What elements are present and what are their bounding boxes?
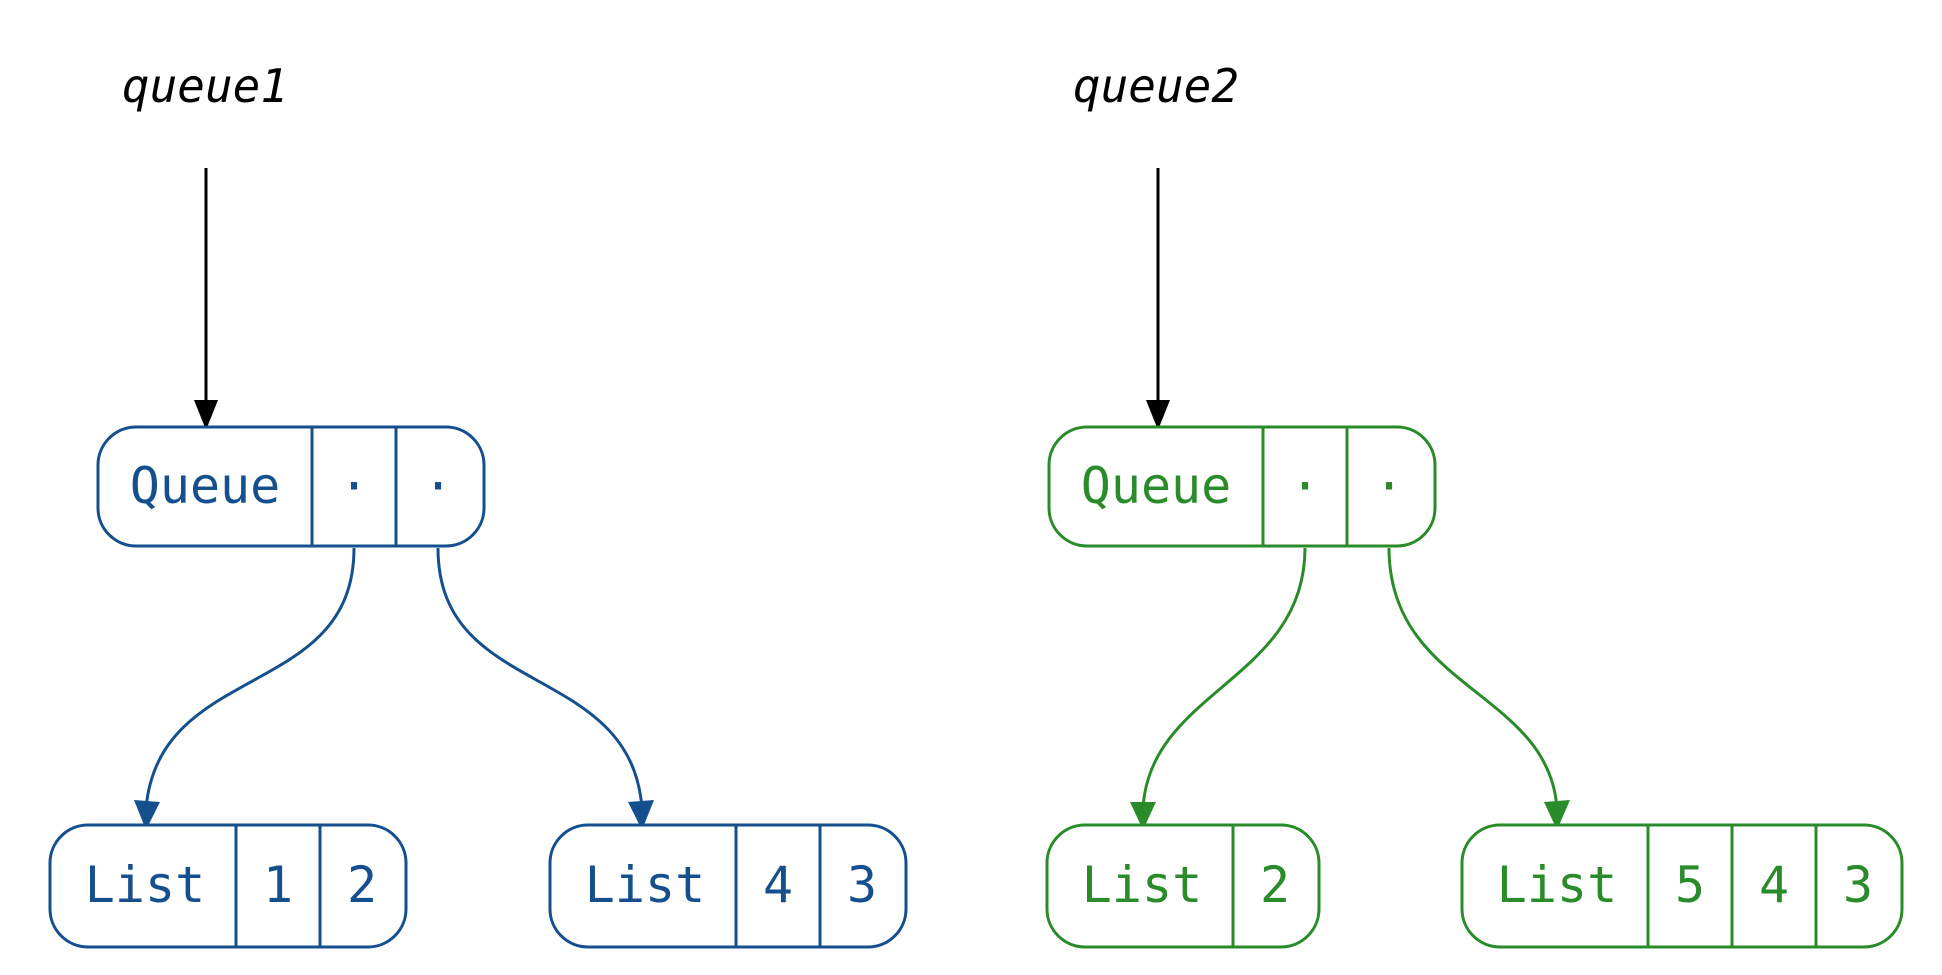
queue2-queue-name: Queue [1081,457,1232,515]
list-value: 3 [847,856,877,914]
queue2-back-list: List 5 4 3 [1460,823,1904,949]
queue1-back-list: List 4 3 [548,823,908,949]
queue2-front-list-name: List [1082,856,1202,914]
list-value: 1 [263,856,293,914]
list-value: 5 [1675,856,1705,914]
queue2-queue-node-box [1047,425,1437,548]
queue2-front-edge [1141,547,1307,809]
queue1-front-arrowhead [134,800,160,830]
queue1-pointer-arrowhead [194,400,218,430]
queue1-queue-node-box [96,425,486,548]
queue1-front-edge [144,547,356,809]
queue1-front-list-name: List [85,856,205,914]
queue2-pointer-arrowhead [1146,400,1170,430]
queue1-back-list-name: List [585,856,705,914]
queue1-group: queue1 Queue · · List 1 2 [48,59,908,949]
queue2-back-edge [1387,547,1559,809]
queue2-queue-node: Queue · · [1047,425,1437,548]
queue1-front-pointer-field: · [339,457,369,515]
queue2-back-arrowhead [1544,800,1570,830]
list-value: 4 [763,856,793,914]
queue1-back-list-box [548,823,908,949]
queue2-group: queue2 Queue · · List 2 [1045,59,1904,949]
queue1-back-pointer-field: · [423,457,453,515]
queue2-back-pointer-field: · [1374,457,1404,515]
queue2-back-list-box [1460,823,1904,949]
list-value: 4 [1759,856,1789,914]
queue1-queue-node: Queue · · [96,425,486,548]
queue1-back-edge [436,547,644,809]
queue2-front-pointer-field: · [1290,457,1320,515]
queue1-front-list-box [48,823,408,949]
queue1-back-arrowhead [628,800,654,830]
queue2-back-list-name: List [1497,856,1617,914]
queue1-label: queue1 [122,59,288,113]
queue2-front-list: List 2 [1045,823,1321,949]
list-value: 3 [1843,856,1873,914]
queue1-front-list: List 1 2 [48,823,408,949]
queue2-front-list-box [1045,823,1321,949]
queue2-front-arrowhead [1130,802,1156,830]
list-value: 2 [1260,856,1290,914]
queue2-label: queue2 [1073,59,1239,113]
queue1-queue-name: Queue [130,457,281,515]
list-value: 2 [347,856,377,914]
